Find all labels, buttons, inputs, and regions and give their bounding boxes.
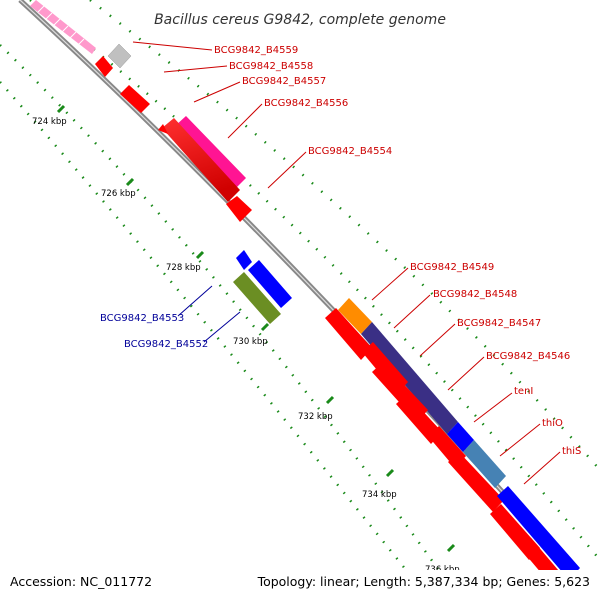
- label-thio[interactable]: thiO: [542, 418, 563, 429]
- scale-ticks: [56, 104, 456, 553]
- outer-scale-ring: [0, 44, 462, 600]
- gene-small-red[interactable]: [158, 124, 168, 134]
- blue-leader-lines: [177, 285, 241, 343]
- scale-label-732: 732 kbp: [298, 412, 333, 422]
- scale-label-728: 728 kbp: [166, 263, 201, 273]
- label-b4556[interactable]: BCG9842_B4556: [264, 98, 348, 109]
- gene-teni-box[interactable]: [463, 440, 506, 488]
- red-leader-lines: [132, 41, 561, 485]
- gene-red-2[interactable]: [226, 196, 252, 222]
- gene-b4557-box[interactable]: [120, 85, 150, 113]
- gene-b4548-box[interactable]: [361, 322, 458, 434]
- gene-arrows-pink: [30, 0, 96, 54]
- gene-b4553-box[interactable]: [248, 260, 292, 308]
- label-b4557[interactable]: BCG9842_B4557: [242, 76, 326, 87]
- gene-red-row-e[interactable]: [482, 492, 498, 506]
- topology-text: Topology: linear; Length: 5,387,334 bp; …: [257, 574, 590, 589]
- label-b4553[interactable]: BCG9842_B4553: [100, 313, 184, 324]
- gene-b4556-box[interactable]: [175, 116, 246, 190]
- gene-b4559-box[interactable]: [107, 43, 132, 69]
- gene-b4552-box[interactable]: [233, 272, 281, 324]
- label-b4559[interactable]: BCG9842_B4559: [214, 45, 298, 56]
- far-scale-ring-2: [89, 0, 600, 471]
- gene-b4546-box[interactable]: [447, 422, 474, 452]
- scale-label-726: 726 kbp: [101, 189, 136, 199]
- scale-label-730: 730 kbp: [233, 337, 268, 347]
- pink-chevrons: [37, 5, 85, 46]
- footer-bar: [0, 570, 600, 600]
- accession-text: Accession: NC_011772: [10, 574, 152, 589]
- label-this[interactable]: thiS: [562, 446, 581, 457]
- gene-this-box[interactable]: [497, 486, 580, 580]
- scale-label-734: 734 kbp: [362, 490, 397, 500]
- label-b4549[interactable]: BCG9842_B4549: [410, 262, 494, 273]
- map-title: Bacillus cereus G9842, complete genome: [154, 12, 446, 28]
- scale-label-724: 724 kbp: [32, 117, 67, 127]
- gene-b4547-box[interactable]: [325, 308, 372, 360]
- label-b4558[interactable]: BCG9842_B4558: [229, 61, 313, 72]
- label-b4547[interactable]: BCG9842_B4547: [457, 318, 541, 329]
- gene-b4554-box[interactable]: [162, 118, 240, 202]
- label-b4546[interactable]: BCG9842_B4546: [486, 351, 570, 362]
- label-teni[interactable]: tenI: [514, 386, 533, 397]
- label-b4552[interactable]: BCG9842_B4552: [124, 339, 208, 350]
- gene-blue-small[interactable]: [236, 250, 252, 270]
- gene-red-row-c[interactable]: [396, 394, 442, 444]
- gene-b4558-box[interactable]: [95, 56, 113, 77]
- label-b4548[interactable]: BCG9842_B4548: [433, 289, 517, 300]
- label-b4554[interactable]: BCG9842_B4554: [308, 146, 392, 157]
- gene-b4549-box[interactable]: [338, 298, 372, 334]
